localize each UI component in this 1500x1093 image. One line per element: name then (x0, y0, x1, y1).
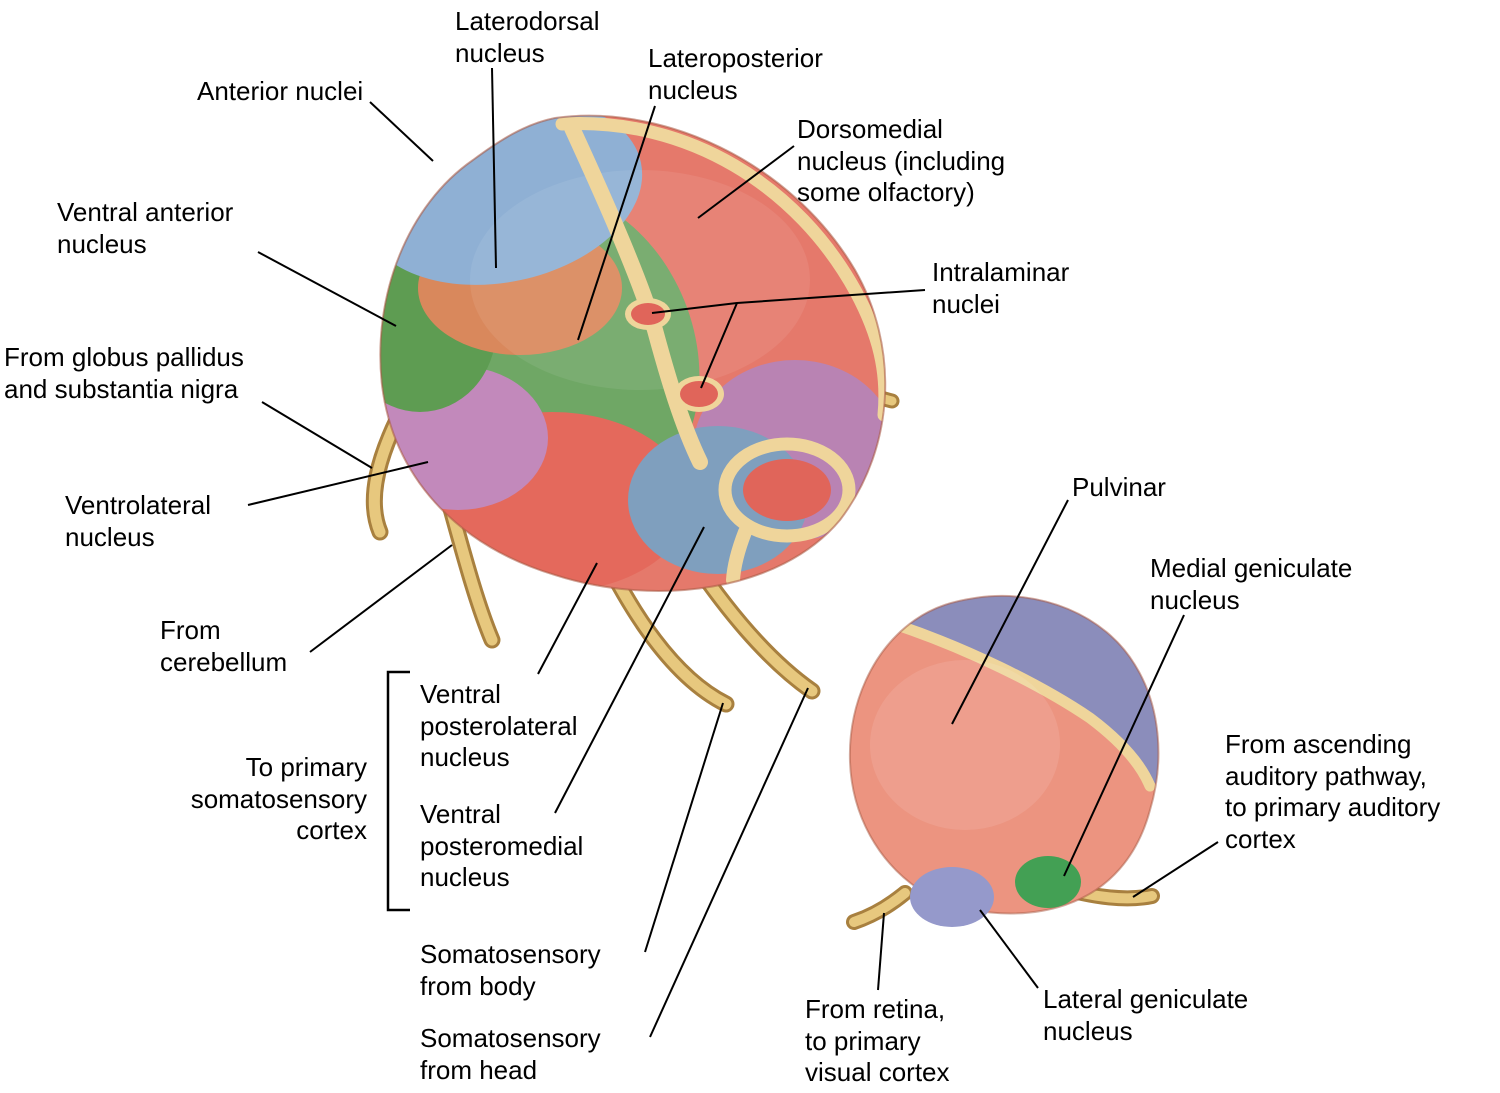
label-somatosensory-body: Somatosensory from body (420, 939, 601, 1001)
label-ventral-posterolateral: Ventral posterolateral nucleus (420, 679, 578, 773)
small-body-highlight (870, 660, 1060, 830)
intralaminar-nucleus-upper (631, 303, 665, 325)
label-ventrolateral-nucleus: Ventrolateral nucleus (65, 490, 211, 552)
lamina-ring (718, 437, 856, 543)
label-anterior-nuclei: Anterior nuclei (197, 76, 364, 106)
label-ventral-posteromedial: Ventral posteromedial nucleus (420, 799, 584, 893)
leader-cerebellum (309, 544, 453, 653)
medullary-lamina-rim (555, 117, 886, 422)
label-laterodorsal-nucleus: Laterodorsal nucleus (455, 6, 600, 68)
label-medial-geniculate: Medial geniculate nucleus (1150, 553, 1353, 615)
leader-somato-body (644, 702, 724, 953)
leader-ventrolateral (247, 461, 429, 506)
leader-lines (247, 67, 1219, 1038)
medial-geniculate-region (1015, 856, 1081, 908)
leader-medial-geniculate (1063, 614, 1185, 877)
leader-dorsomedial (697, 145, 795, 219)
leader-ventral-anterior (257, 251, 397, 327)
leader-anterior-nuclei (369, 101, 434, 162)
small-thalamus (846, 594, 1160, 930)
centromedian-nucleus-region (743, 459, 831, 521)
intralaminar-nucleus-lower (680, 381, 718, 407)
leader-laterodorsal (491, 67, 497, 269)
label-ventral-anterior-nucleus: Ventral anterior nucleus (57, 197, 234, 259)
leader-vpm (554, 526, 705, 814)
label-intralaminar-nuclei: Intralaminar nuclei (932, 257, 1070, 319)
leader-lateroposterior (577, 105, 656, 341)
optic-tract-stalk (849, 888, 910, 927)
leader-vpl (537, 562, 598, 675)
leader-retina (877, 912, 885, 991)
leader-globus-pallidus (261, 401, 373, 469)
label-lateroposterior-nucleus: Lateroposterior nucleus (648, 43, 823, 105)
label-from-ascending-auditory: From ascending auditory pathway, to prim… (1225, 729, 1441, 855)
small-lamina-band (894, 620, 1156, 792)
label-somatosensory-head: Somatosensory from head (420, 1023, 601, 1085)
label-from-retina: From retina, to primary visual cortex (805, 994, 950, 1088)
leader-intralaminar-lower (700, 302, 738, 389)
leader-somato-head (649, 687, 809, 1038)
label-from-cerebellum: From cerebellum (160, 615, 288, 677)
label-pulvinar: Pulvinar (1072, 472, 1166, 502)
label-from-globus-pallidus: From globus pallidus and substantia nigr… (4, 342, 244, 404)
small-body-outline (848, 594, 1160, 915)
leader-lateral-geniculate (979, 909, 1039, 989)
somatosensory-bracket (386, 670, 410, 912)
label-lateral-geniculate: Lateral geniculate nucleus (1043, 984, 1249, 1046)
leader-pulvinar (951, 499, 1069, 725)
big-body-outline (379, 114, 887, 592)
lateral-geniculate-region (910, 867, 994, 927)
medullary-lamina-lower (726, 525, 752, 587)
label-dorsomedial-nucleus: Dorsomedial nucleus (including some olfa… (797, 114, 1006, 208)
label-to-somatosensory-cortex: To primary somatosensory cortex (190, 752, 367, 846)
leader-auditory (1132, 841, 1219, 898)
